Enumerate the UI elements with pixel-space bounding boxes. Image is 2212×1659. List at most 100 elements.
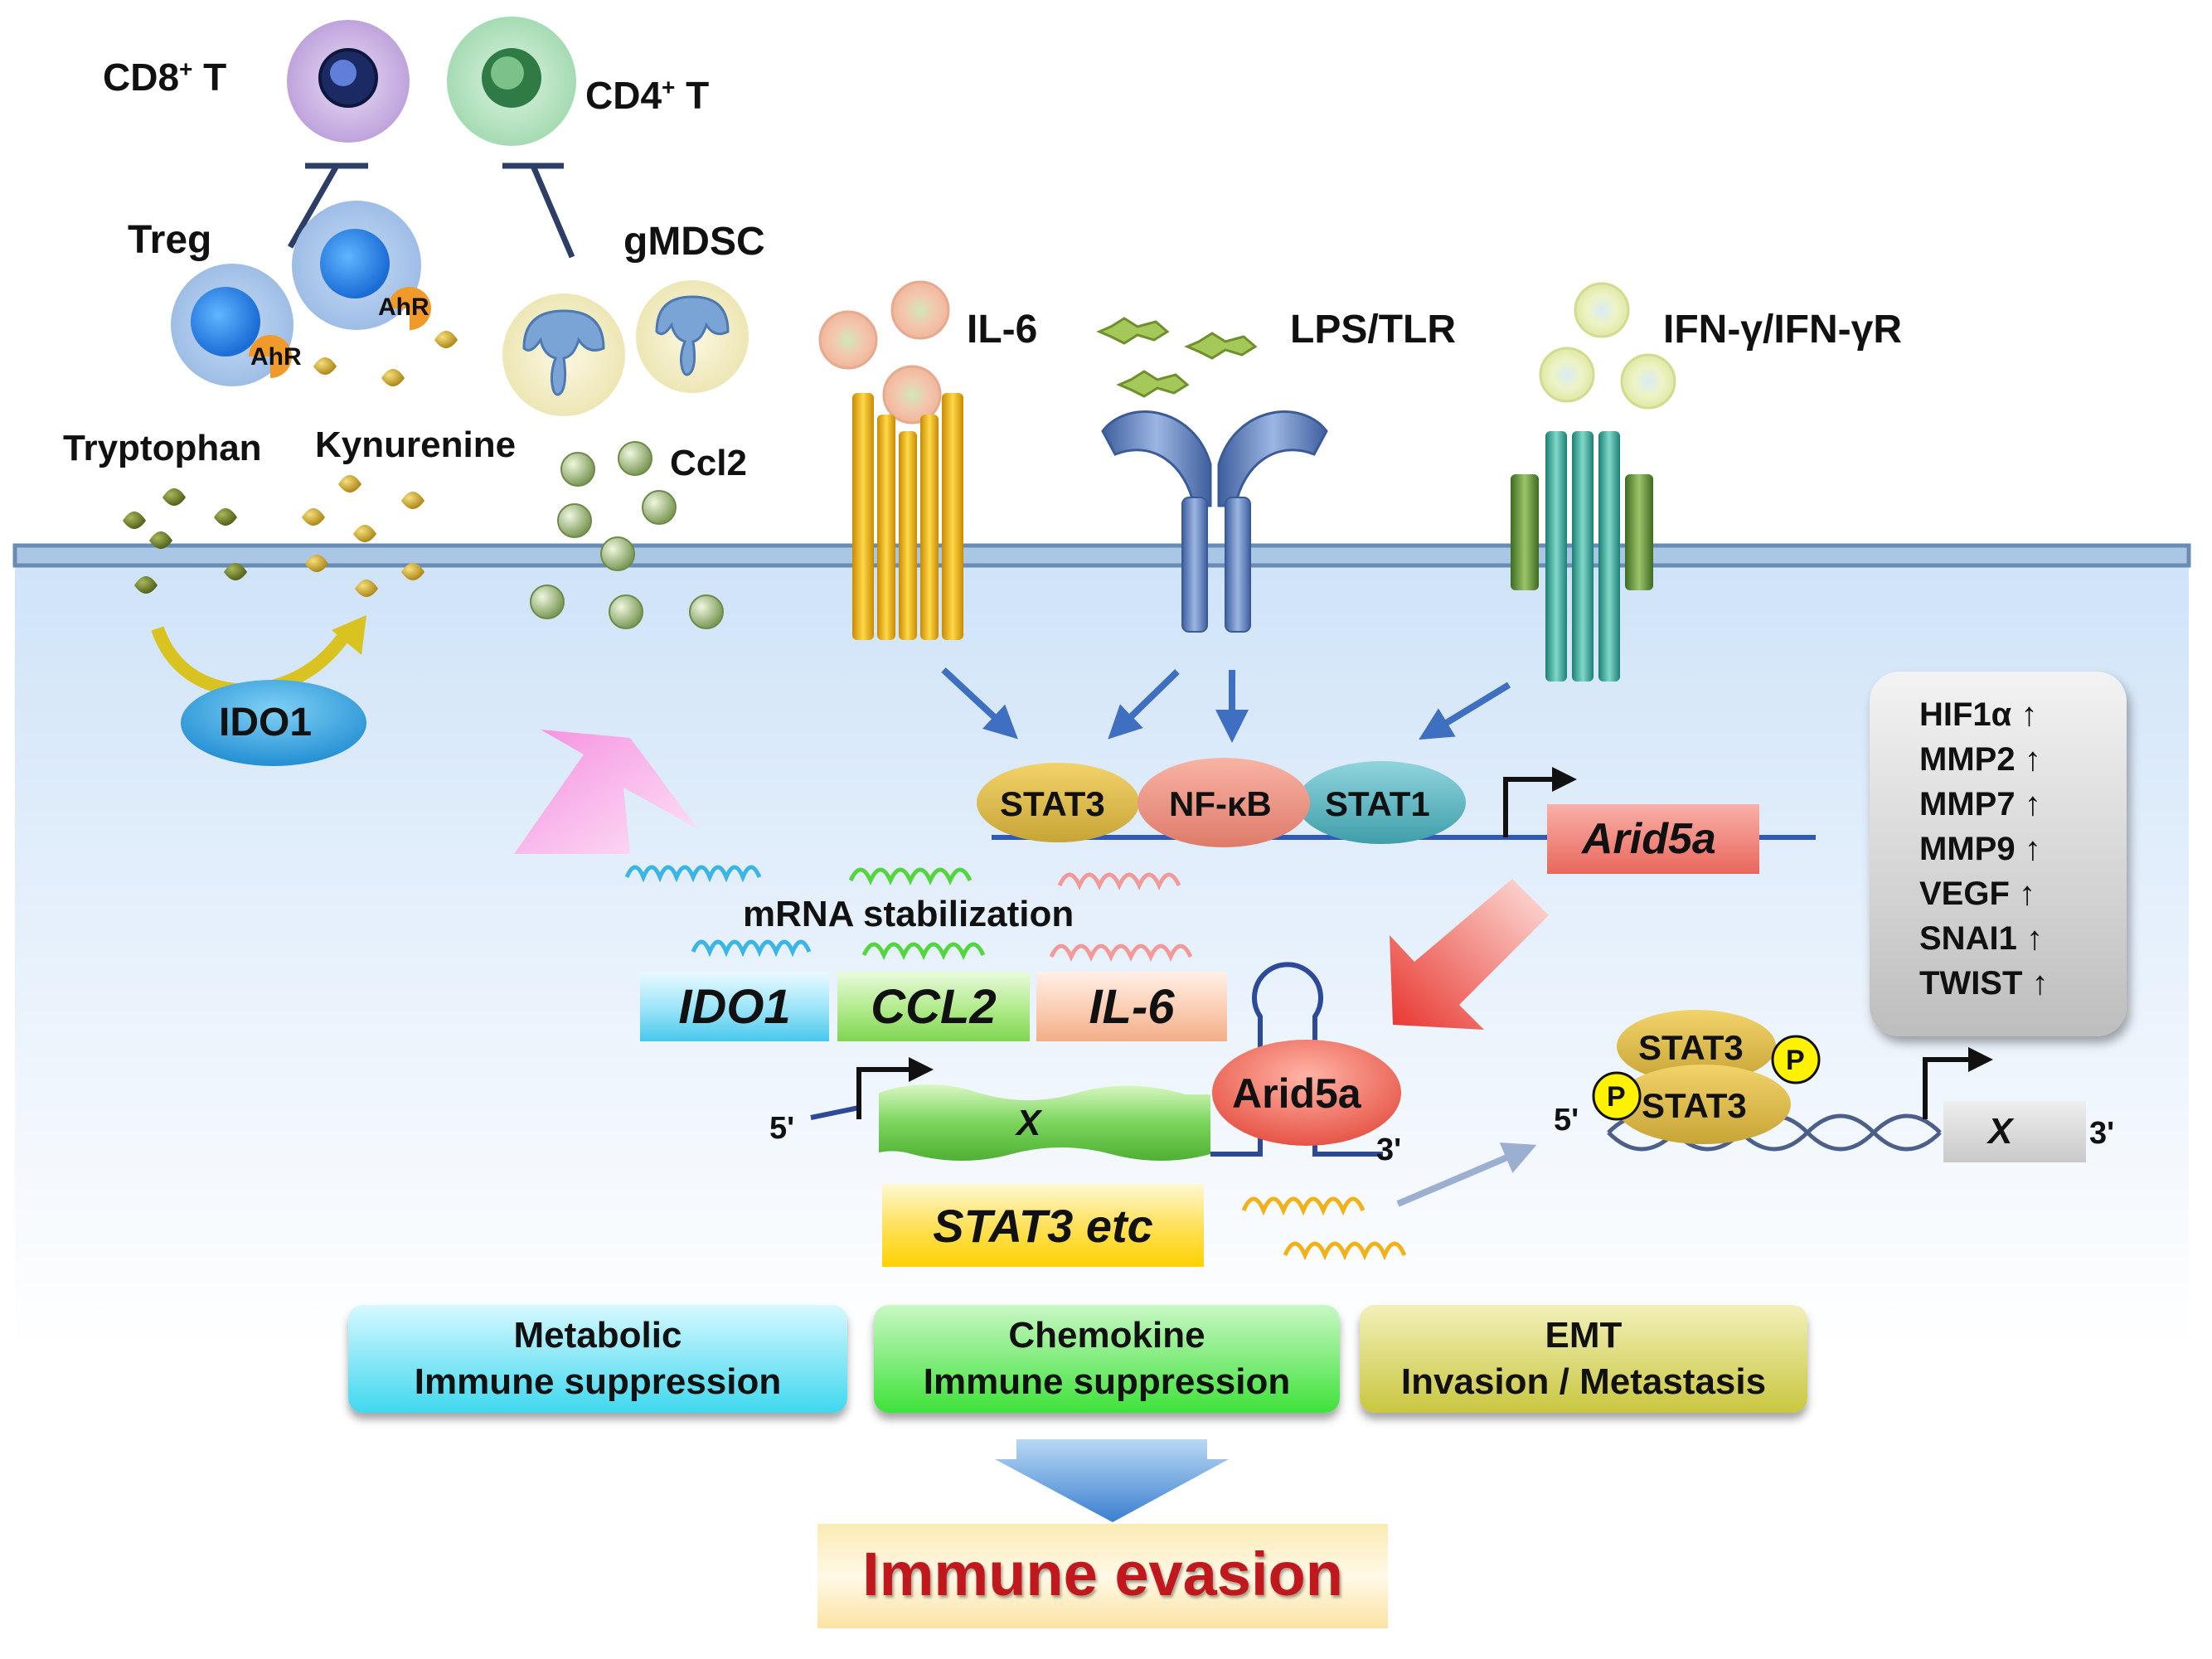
emt-marker-name: SNAI1 (1919, 920, 2017, 957)
cd4-label-sup: + (662, 74, 676, 100)
emt-marker-name: HIF1α (1919, 696, 2012, 733)
x-target-gene-box (1943, 1101, 2086, 1162)
up-arrow-icon: ↑ (2020, 696, 2038, 733)
transcription-start-arrow (1503, 767, 1577, 837)
ccl2-mrna-box (837, 972, 1030, 1041)
stat3-dimer-bottom-label: STAT3 (1642, 1086, 1747, 1125)
x-gene-label: X (1016, 1103, 1041, 1143)
emt-marker: MMP9 ↑ (1919, 831, 2041, 868)
three-prime-label: 3' (1376, 1133, 1402, 1167)
up-arrow-icon: ↑ (2024, 831, 2041, 867)
mrna-squiggles (624, 865, 1407, 1261)
ifn-gamma-ligands (1539, 282, 1676, 410)
ahr-receptor-icon (388, 287, 431, 330)
stat1-label: STAT1 (1325, 784, 1430, 823)
outcome-title: Chemokine (1008, 1315, 1205, 1356)
outcome-title: EMT (1545, 1315, 1623, 1356)
outcome-title: Metabolic (513, 1315, 682, 1356)
il6-gene-label: IL-6 (1089, 979, 1175, 1034)
ahr-label: AhR (378, 293, 429, 321)
emt-marker: MMP2 ↑ (1919, 741, 2041, 779)
stat3-dimer-top (1617, 1010, 1776, 1083)
cd8-label-text: CD8 (103, 56, 180, 99)
ahr-label: AhR (250, 343, 302, 371)
x-target-label: X (1988, 1111, 2013, 1152)
cd4-label-text: CD4 (585, 74, 662, 117)
up-arrow-icon: ↑ (2019, 876, 2036, 912)
metabolic-outcome-box: Metabolic Immune suppression (348, 1305, 847, 1413)
phospho-label: P (1786, 1045, 1805, 1076)
ccl2-gene-label: CCL2 (871, 979, 997, 1034)
phospho-label: P (1607, 1081, 1626, 1113)
tlr-receptor (1101, 410, 1328, 633)
ido1-enzyme-label: IDO1 (219, 701, 313, 745)
gmdsc-cell (502, 293, 625, 416)
emt-marker: SNAI1 ↑ (1919, 920, 2043, 958)
gmdsc-label: gMDSC (623, 220, 765, 264)
tryptophan-molecules (123, 488, 247, 594)
up-arrow-icon: ↑ (2024, 786, 2041, 822)
mrna-stabilization-label: mRNA stabilization (743, 894, 1074, 934)
emt-marker: MMP7 ↑ (1919, 786, 2041, 823)
emt-marker-panel: HIF1α ↑ MMP2 ↑ MMP7 ↑ MMP9 ↑ VEGF ↑ SNAI… (1870, 672, 2127, 1036)
il6-ligands (818, 280, 950, 424)
arid5a-protein (1212, 1040, 1401, 1146)
emt-marker-name: MMP2 (1919, 741, 2016, 778)
stat3-dimer-bottom (1615, 1065, 1791, 1144)
phospho-group (1771, 1035, 1821, 1084)
treg-inhibition-line (287, 163, 368, 249)
x-transcription-start-arrow (856, 1057, 934, 1119)
outcome-subtitle: Immune suppression (414, 1361, 782, 1402)
ido1-enzyme (181, 680, 366, 766)
stat3-factor (977, 763, 1139, 842)
outcome-subtitle: Immune suppression (923, 1361, 1291, 1402)
cd8-label-suffix: T (192, 56, 227, 99)
immune-evasion-label: Immune evasion (862, 1540, 1343, 1608)
arid5a-translation-arrow (1390, 879, 1549, 1030)
ido1-gene-label: IDO1 (678, 979, 791, 1034)
emt-marker: TWIST ↑ (1919, 965, 2049, 1002)
ido1-conversion-arrowhead (332, 615, 366, 655)
emt-marker-name: MMP9 (1919, 831, 2016, 867)
cell-membrane (12, 543, 2191, 568)
ahr-receptor-icon (249, 335, 292, 378)
stat3-etc-label: STAT3 etc (933, 1199, 1153, 1252)
lps-particles (1096, 317, 1258, 398)
arid5a-gene-label: Arid5a (1582, 815, 1716, 863)
ccl2-molecules (530, 441, 724, 629)
emt-marker: VEGF ↑ (1919, 876, 2035, 913)
emt-marker-name: VEGF (1919, 876, 2010, 912)
ccl2-label: Ccl2 (670, 443, 747, 483)
cd8-t-cell (287, 20, 410, 143)
emt-outcome-box: EMT Invasion / Metastasis (1360, 1305, 1807, 1413)
nfkb-factor (1138, 758, 1310, 847)
treg-cell (292, 201, 421, 330)
arid5a-protein-label: Arid5a (1232, 1070, 1361, 1117)
stat1-factor (1297, 761, 1466, 844)
nfkb-label: NF-κB (1169, 784, 1272, 823)
cd4-t-cell-label: CD4+ T (585, 73, 709, 118)
up-arrow-icon: ↑ (2031, 965, 2049, 1002)
phospho-group (1592, 1071, 1642, 1121)
cd4-label-suffix: T (675, 74, 710, 117)
immune-evasion-arrow (995, 1439, 1229, 1522)
lps-tlr-label: LPS/TLR (1290, 308, 1456, 352)
stat3-activation-arrow (1396, 1142, 1537, 1207)
gmdsc-cell (636, 280, 749, 393)
immune-evasion-box (817, 1524, 1388, 1628)
outcome-subtitle: Invasion / Metastasis (1400, 1361, 1767, 1402)
up-arrow-icon: ↑ (2024, 741, 2041, 778)
arid5a-gene-box (1547, 804, 1759, 874)
arid5a-stem-loop (1210, 962, 1383, 1157)
mrna-output-arrow (514, 730, 698, 854)
treg-label: Treg (128, 218, 212, 262)
stat3-dimer-top-label: STAT3 (1638, 1028, 1744, 1067)
five-prime-label: 5' (769, 1111, 795, 1146)
cd8-t-cell-label: CD8+ T (103, 55, 226, 99)
il6-label: IL-6 (967, 308, 1038, 352)
stat3-etc-box (882, 1184, 1204, 1267)
il6-mrna-box (1036, 972, 1227, 1041)
stat3-label: STAT3 (1000, 784, 1105, 823)
kynurenine-label: Kynurenine (315, 424, 517, 465)
